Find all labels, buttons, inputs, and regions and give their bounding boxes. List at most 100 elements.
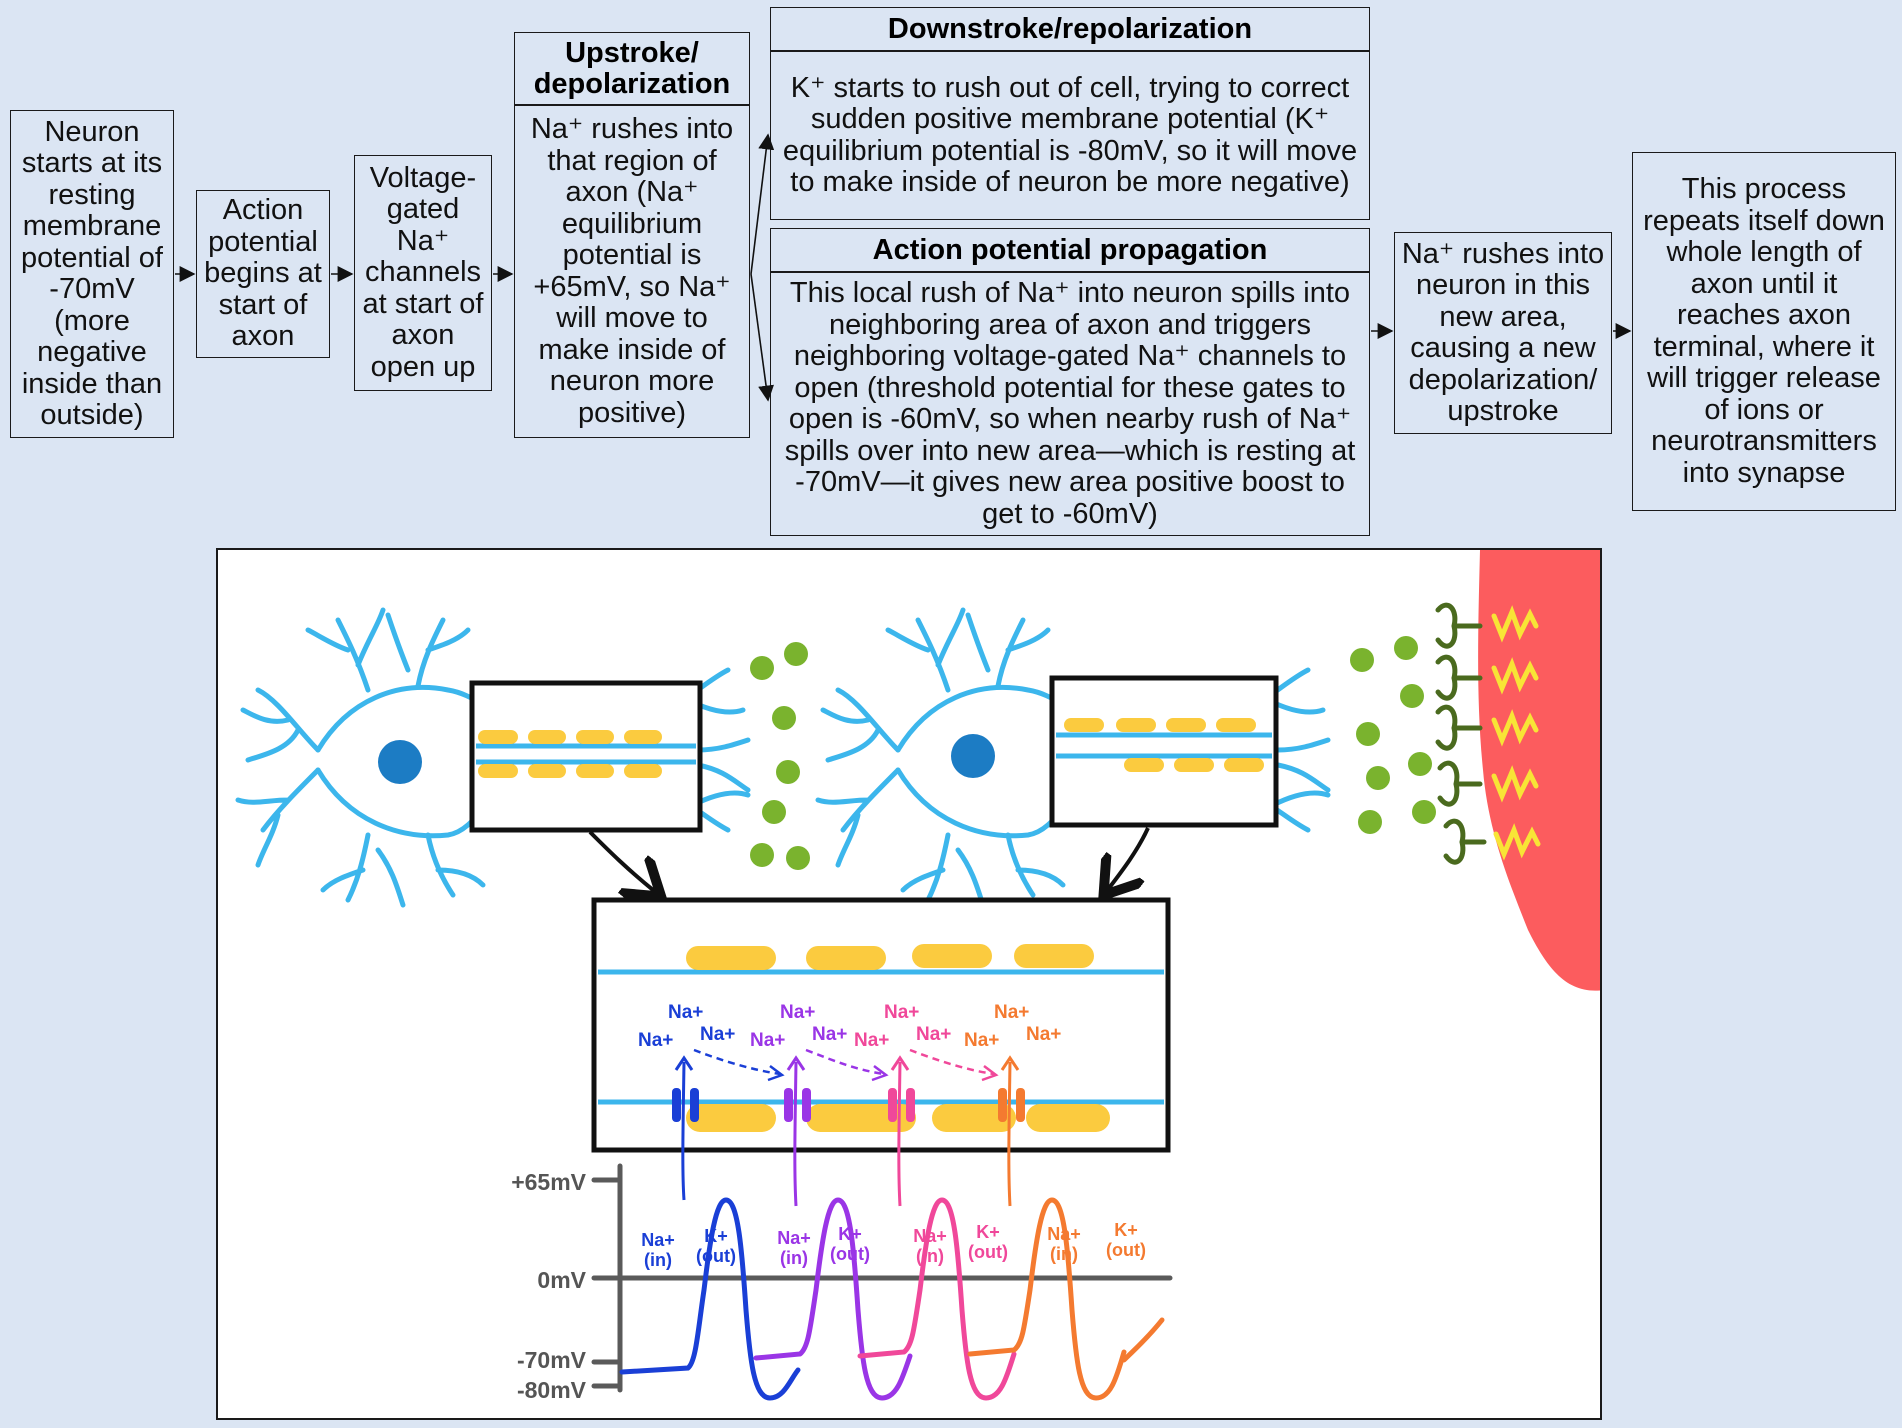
step-ap-begins-box: Action potential begins at start of axon — [196, 190, 330, 358]
ion-label-line1: K+ — [704, 1226, 728, 1246]
ion-label-line1: Na+ — [913, 1226, 947, 1246]
step-new-area-text: Na⁺ rushes into neuron in this new area,… — [1401, 237, 1605, 427]
ion-label-line1: K+ — [838, 1224, 862, 1244]
step-resting-text: Neuron starts at its resting membrane po… — [21, 115, 163, 431]
graph-axes — [591, 1163, 1173, 1393]
step-repeats-text: This process repeats itself down whole l… — [1643, 173, 1885, 489]
step-channels-open-box: Voltage-gated Na⁺ channels at start of a… — [354, 155, 492, 391]
myelin-segments — [686, 944, 1110, 1132]
step-resting-box: Neuron starts at its resting membrane po… — [10, 110, 174, 438]
ion-label-line2: (out) — [968, 1242, 1008, 1262]
propagation-body: This local rush of Na⁺ into neuron spill… — [784, 277, 1356, 530]
y-label-minus70: -70mV — [517, 1347, 587, 1373]
zoom-arrows — [588, 827, 1150, 894]
step-new-area-box: Na⁺ rushes into neuron in this new area,… — [1394, 232, 1612, 434]
signals — [1491, 605, 1541, 861]
na-label: Na+ — [994, 1002, 1029, 1023]
neuron-2-zoom-box — [1049, 675, 1279, 828]
ion-label-line1: K+ — [1114, 1220, 1138, 1240]
step-ap-begins-text: Action potential begins at start of axon — [204, 194, 322, 353]
hop-head-2 — [871, 1065, 889, 1082]
ap-trace-3 — [857, 1197, 1017, 1401]
channel-4-left — [998, 1088, 1007, 1122]
na-influx-head-1 — [674, 1055, 694, 1071]
na-influx-arrow-2 — [793, 1061, 798, 1207]
y-label-0: 0mV — [537, 1267, 586, 1293]
ap-trace-1 — [619, 1197, 801, 1401]
na-influx-arrow-1 — [681, 1061, 686, 1201]
downstroke-body-box: K⁺ starts to rush out of cell, trying to… — [770, 51, 1370, 220]
hop-head-3 — [981, 1065, 999, 1082]
neuron-1-zoom-box — [469, 680, 703, 833]
propagation-title: Action potential propagation — [872, 233, 1268, 266]
ion-label-line1: Na+ — [1047, 1224, 1081, 1244]
ion-label-line2: (in) — [780, 1248, 808, 1268]
na-label: Na+ — [700, 1024, 735, 1045]
na-influx-arrow-3 — [897, 1061, 902, 1207]
downstroke-body: K⁺ starts to rush out of cell, trying to… — [782, 71, 1358, 198]
receptors — [1435, 602, 1487, 865]
channel-2-right — [802, 1088, 811, 1122]
arrow-4a — [750, 133, 775, 275]
hop-arrow-3 — [909, 1048, 995, 1076]
ion-label-line1: Na+ — [641, 1230, 675, 1250]
target-cell — [1478, 550, 1600, 991]
ap-trace-4 — [967, 1197, 1127, 1401]
y-label-plus65: +65mV — [511, 1169, 586, 1195]
na-label: Na+ — [780, 1002, 815, 1023]
na-label: Na+ — [916, 1024, 951, 1045]
y-label-minus80: -80mV — [517, 1377, 587, 1403]
channel-3-right — [906, 1088, 915, 1122]
downstroke-title: Downstroke/repolarization — [887, 12, 1253, 45]
na-label: Na+ — [750, 1030, 785, 1051]
ap-trace-2 — [753, 1197, 913, 1401]
neurotransmitters-2 — [1350, 636, 1436, 834]
na-label: Na+ — [638, 1030, 673, 1051]
neurotransmitters-1 — [750, 642, 810, 870]
upstroke-body-box: Na⁺ rushes into that region of axon (Na⁺… — [514, 105, 750, 438]
step-channels-open-text: Voltage-gated Na⁺ channels at start of a… — [362, 161, 484, 383]
propagation-title-box: Action potential propagation — [770, 228, 1370, 272]
na-label: Na+ — [964, 1030, 999, 1051]
neuron-2-nucleus — [951, 734, 995, 778]
ion-label-line1: K+ — [976, 1222, 1000, 1242]
propagation-arrows — [693, 1048, 999, 1082]
illustration-svg: Na+Na+Na+Na+Na+Na+Na+Na+Na+Na+Na+Na+ +65… — [235, 550, 1600, 1403]
downstroke-title-box: Downstroke/repolarization — [770, 7, 1370, 51]
flow-arrows — [175, 133, 1632, 402]
ion-label-line2: (in) — [916, 1246, 944, 1266]
ion-channels — [672, 1055, 1025, 1207]
na-label: Na+ — [812, 1024, 847, 1045]
channel-4-right — [1016, 1088, 1025, 1122]
ap-trace-tail — [1121, 1317, 1165, 1363]
ion-label-line2: (out) — [1106, 1240, 1146, 1260]
hop-arrow-2 — [805, 1048, 885, 1076]
ion-label-line2: (out) — [696, 1246, 736, 1266]
ion-labels: Na+(in)K+(out)Na+(in)K+(out)Na+(in)K+(ou… — [641, 1220, 1146, 1270]
action-potential-traces — [619, 1197, 1165, 1401]
neuron-1-nucleus — [378, 740, 422, 784]
na-influx-arrow-4 — [1007, 1061, 1012, 1207]
step-repeats-box: This process repeats itself down whole l… — [1632, 152, 1896, 511]
hop-head-1 — [767, 1065, 785, 1082]
channel-2-left — [784, 1088, 793, 1122]
ion-label-line2: (in) — [1050, 1244, 1078, 1264]
illustration-panel: Na+Na+Na+Na+Na+Na+Na+Na+Na+Na+Na+Na+ +65… — [216, 548, 1602, 1420]
arrow-4b — [750, 273, 775, 402]
upstroke-title-box: Upstroke/ depolarization — [514, 32, 750, 105]
na-labels: Na+Na+Na+Na+Na+Na+Na+Na+Na+Na+Na+Na+ — [638, 1002, 1061, 1051]
na-label: Na+ — [668, 1002, 703, 1023]
na-label: Na+ — [1026, 1024, 1061, 1045]
na-label: Na+ — [884, 1002, 919, 1023]
ion-label-line2: (out) — [830, 1244, 870, 1264]
channel-1-right — [690, 1088, 699, 1122]
propagation-body-box: This local rush of Na⁺ into neuron spill… — [770, 272, 1370, 536]
channel-3-left — [888, 1088, 897, 1122]
upstroke-title: Upstroke/ depolarization — [533, 36, 731, 100]
na-influx-head-2 — [786, 1055, 806, 1071]
ion-label-line1: Na+ — [777, 1228, 811, 1248]
na-influx-head-4 — [1000, 1055, 1020, 1071]
na-label: Na+ — [854, 1030, 889, 1051]
ion-label-line2: (in) — [644, 1250, 672, 1270]
upstroke-body: Na⁺ rushes into that region of axon (Na⁺… — [530, 113, 734, 429]
